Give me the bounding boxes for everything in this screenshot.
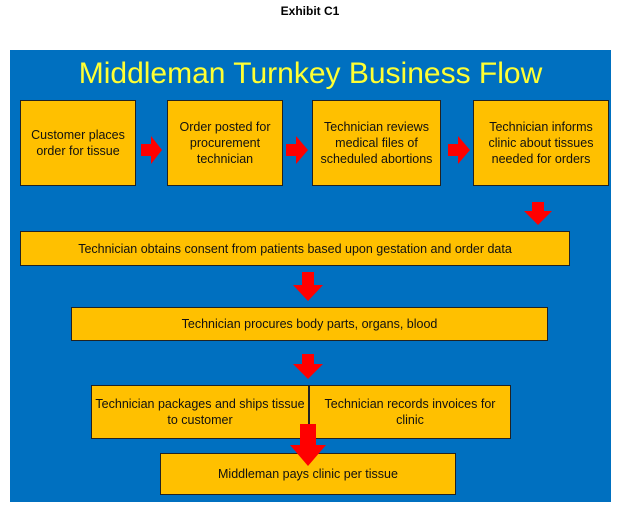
box-technician-packages: Technician packages and ships tissue to … — [91, 385, 309, 439]
box-technician-reviews: Technician reviews medical files of sche… — [312, 100, 441, 186]
diagram-title: Middleman Turnkey Business Flow — [78, 57, 543, 90]
box-technician-records: Technician records invoices for clinic — [309, 385, 511, 439]
box-middleman-pays: Middleman pays clinic per tissue — [160, 453, 456, 495]
exhibit-label: Exhibit C1 — [280, 4, 340, 18]
box-technician-obtains-consent: Technician obtains consent from patients… — [20, 231, 570, 266]
box-order-posted: Order posted for procurement technician — [167, 100, 283, 186]
box-technician-informs: Technician informs clinic about tissues … — [473, 100, 609, 186]
box-customer-places-order: Customer places order for tissue — [20, 100, 136, 186]
box-technician-procures: Technician procures body parts, organs, … — [71, 307, 548, 341]
